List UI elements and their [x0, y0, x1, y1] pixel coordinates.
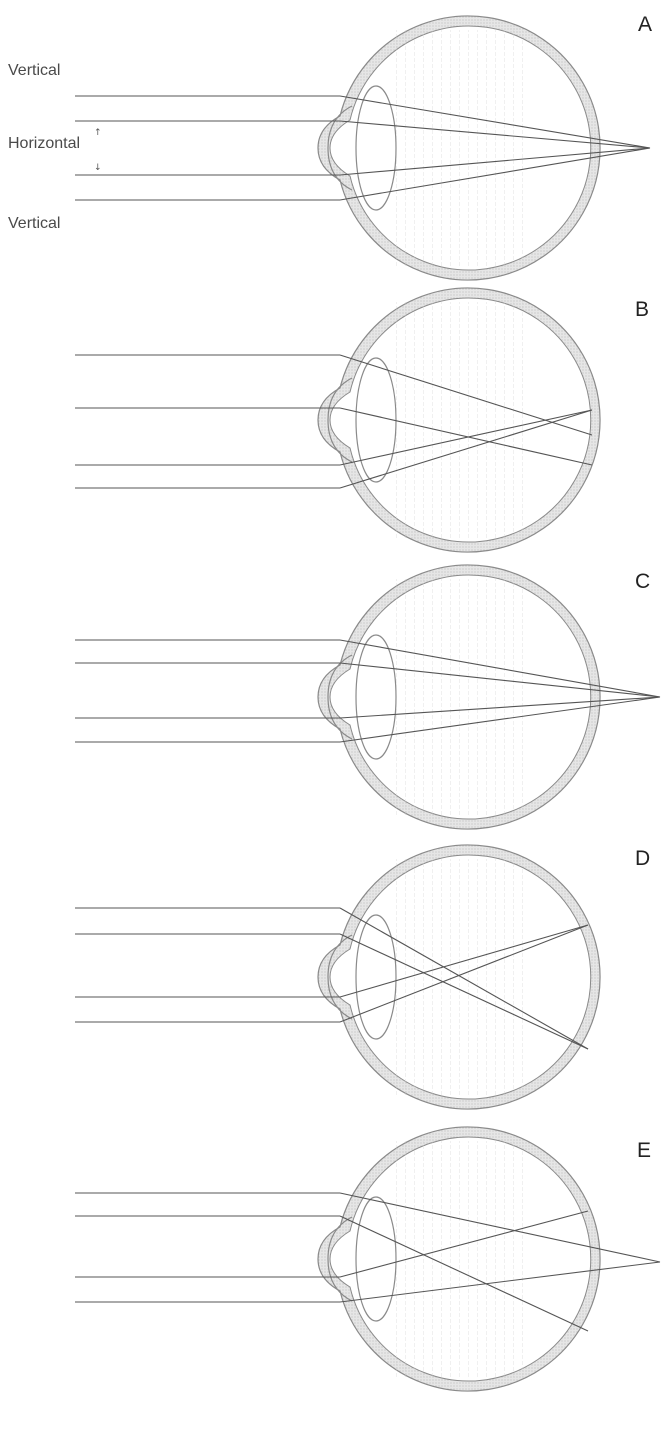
- arrow-down-icon: ↓: [94, 163, 102, 173]
- eyeball: [318, 16, 600, 280]
- panel-label: E: [637, 1139, 651, 1162]
- vitreous-hatching: [390, 1141, 530, 1377]
- panel-label: B: [635, 298, 649, 321]
- panel-label: A: [638, 13, 652, 36]
- eyeball: [318, 1127, 600, 1391]
- panel-label: D: [635, 847, 650, 870]
- label-vertical-bottom: Vertical: [8, 215, 60, 232]
- vitreous-hatching: [390, 859, 530, 1095]
- panel-a: Vertical Horizontal ↑ ↓ Vertical A: [8, 13, 652, 280]
- eyeball: [318, 845, 600, 1109]
- panel-d: D: [75, 845, 650, 1109]
- vitreous-hatching: [390, 30, 530, 266]
- panel-label: C: [635, 570, 650, 593]
- arrow-up-icon: ↑: [94, 128, 102, 138]
- vitreous-hatching: [390, 579, 530, 815]
- eyeball: [318, 565, 600, 829]
- vitreous-hatching: [390, 302, 530, 538]
- label-vertical-top: Vertical: [8, 62, 60, 79]
- panel-e: E: [75, 1127, 660, 1391]
- eyeball: [318, 288, 600, 552]
- panel-b: B: [75, 288, 649, 552]
- label-horizontal: Horizontal: [8, 135, 80, 152]
- panel-c: C: [75, 565, 660, 829]
